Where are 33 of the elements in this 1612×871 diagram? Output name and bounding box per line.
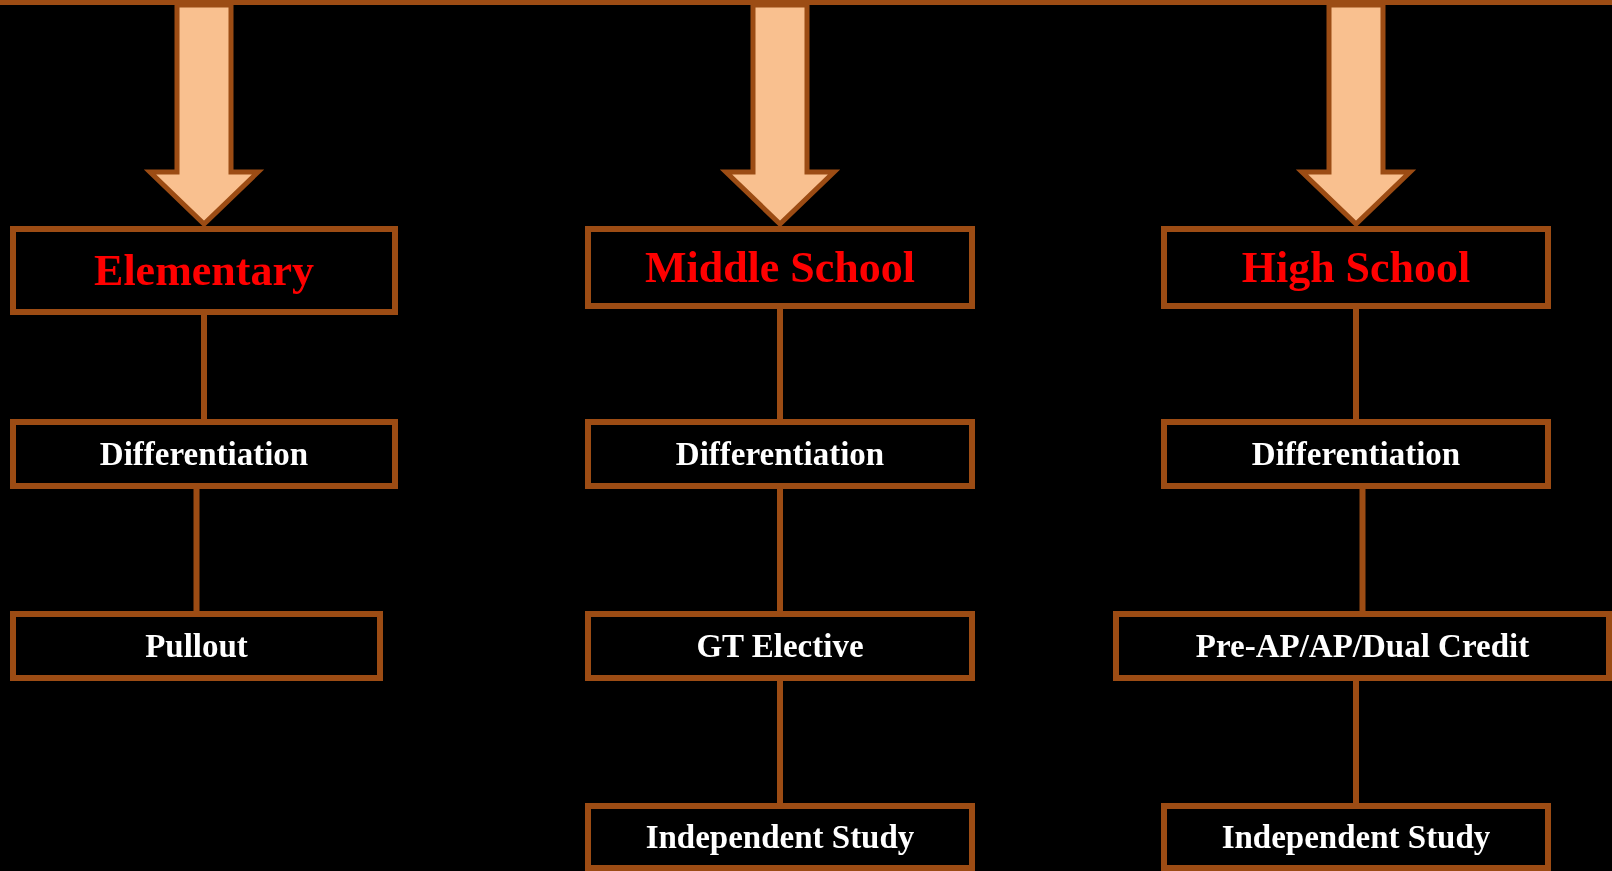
block-arrow [719,2,841,228]
program-label: Pre-AP/AP/Dual Credit [1195,629,1530,663]
program-label: GT Elective [696,629,864,663]
connector-line [777,489,783,611]
program-box [10,611,383,681]
connector-line [1359,489,1366,611]
connector-line [777,681,783,803]
program-box [1161,419,1551,489]
connector-line [777,309,783,419]
program-label: Differentiation [675,437,885,471]
level-title: Middle School [644,245,916,290]
program-label: Pullout [145,629,248,663]
program-box [1161,803,1551,871]
level-title: High School [1241,245,1471,290]
level-box [10,226,398,315]
level-box [585,226,975,309]
program-box [585,803,975,871]
block-arrow [1295,2,1417,228]
program-box [1113,611,1612,681]
connector-line [1353,681,1359,803]
connector-line [1353,309,1359,419]
program-label: Independent Study [645,820,915,854]
program-box [10,419,398,489]
program-label: Differentiation [1251,437,1461,471]
program-label: Differentiation [99,437,309,471]
block-arrow [143,2,265,228]
level-title: Elementary [94,248,314,293]
program-box [585,611,975,681]
connector-line [201,315,207,419]
program-label: Independent Study [1221,820,1491,854]
level-box [1161,226,1551,309]
program-box [585,419,975,489]
connector-line [193,489,200,611]
